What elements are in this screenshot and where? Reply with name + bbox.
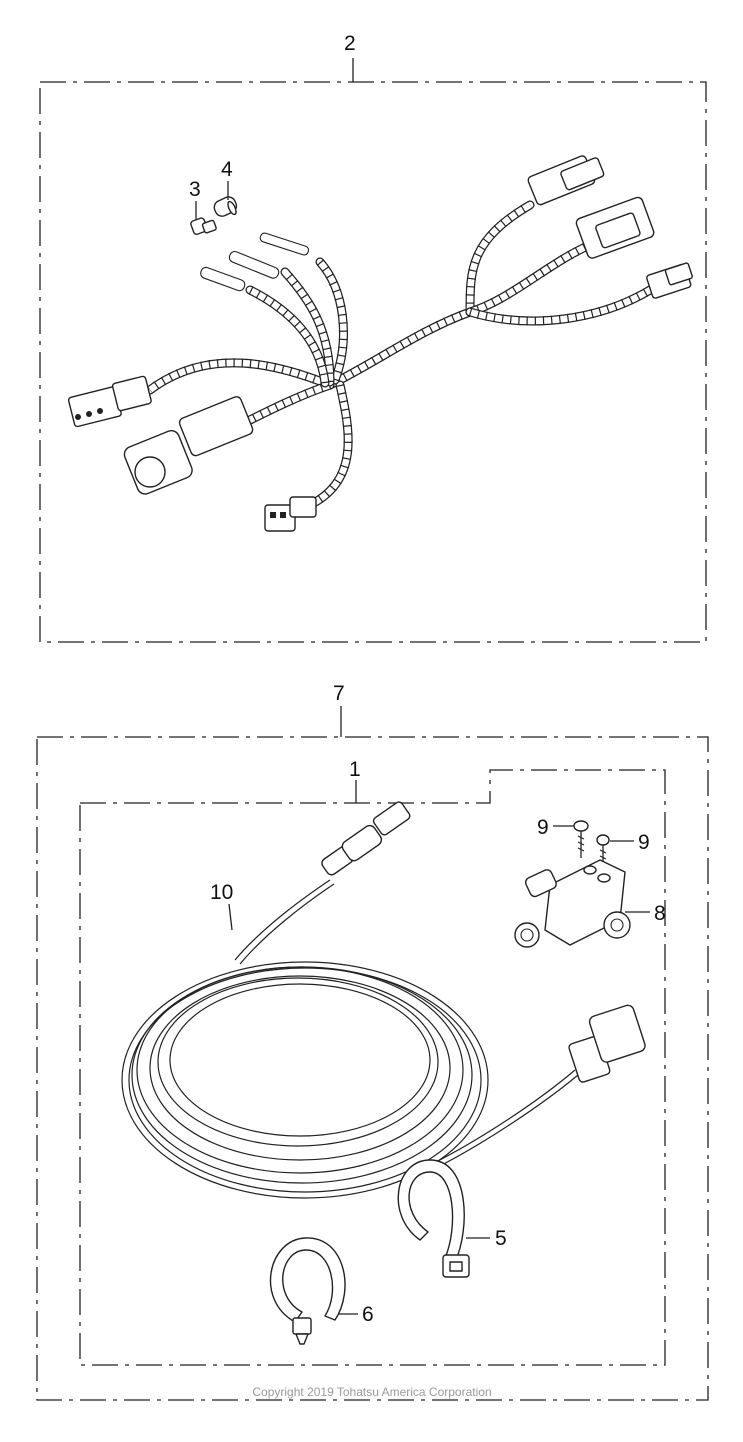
part-10-cable [121,801,646,1199]
callout-6: 6 [362,1303,374,1326]
callout-10: 10 [210,881,233,904]
callout-9-right: 9 [638,831,650,854]
part-3-cap [190,217,217,236]
copyright-notice: Copyright 2019 Tohatsu America Corporati… [252,1385,491,1399]
wiring-harness [67,155,693,532]
connector-left [67,375,152,428]
connector-round [123,396,254,495]
callout-8: 8 [654,902,666,925]
part-6-clamp [269,1237,346,1345]
connector-mid-right [575,196,655,259]
callout-7: 7 [333,682,345,705]
callout-1: 1 [349,758,361,781]
group-2-frame [39,58,707,643]
callout-2: 2 [344,32,356,55]
connector-lower-right [646,262,693,299]
connector-top-right [527,155,605,206]
group-7-frame [36,706,709,1401]
part-5-cable-tie [397,1159,470,1278]
part-4-sleeve [213,196,238,217]
callout-4: 4 [221,158,233,181]
part-8-t-connector [514,859,631,948]
callout-9-left: 9 [537,816,549,839]
callout-5: 5 [495,1227,507,1250]
part-9-screw-a [573,820,589,858]
connector-bottom [264,496,317,532]
callout-3: 3 [189,178,201,201]
group-1-frame [79,769,666,1366]
